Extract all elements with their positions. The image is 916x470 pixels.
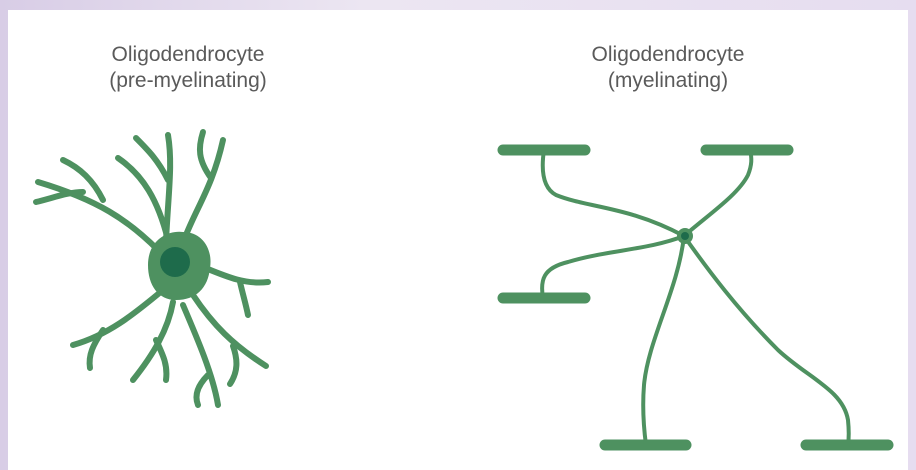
process-to-bottom-right [684, 236, 849, 445]
pre-myelinating-soma [148, 232, 211, 300]
oligodendrocyte-diagrams [8, 10, 908, 470]
nucleus [681, 232, 689, 240]
process-to-mid-left [542, 236, 684, 298]
process-lower-right-twig [230, 346, 236, 384]
process-upper-mid-twig [136, 138, 168, 180]
process-to-top-right [684, 150, 751, 236]
process-to-bottom-left [643, 236, 684, 445]
process-upper-mid-2 [166, 135, 170, 242]
process-to-top-left [543, 150, 684, 236]
myelinating-soma [677, 228, 693, 244]
process-lower-right-2-twig [196, 375, 208, 405]
process-upper-right [186, 140, 223, 235]
myelinating-cell [503, 150, 888, 445]
process-right-twig [240, 282, 248, 315]
process-upper-right-twig [200, 132, 211, 178]
process-lower-left [73, 290, 163, 345]
process-lower-left-2-twig [156, 340, 166, 380]
nucleus [160, 247, 190, 277]
diagram-panel: Oligodendrocyte (pre-myelinating) Oligod… [8, 10, 908, 470]
